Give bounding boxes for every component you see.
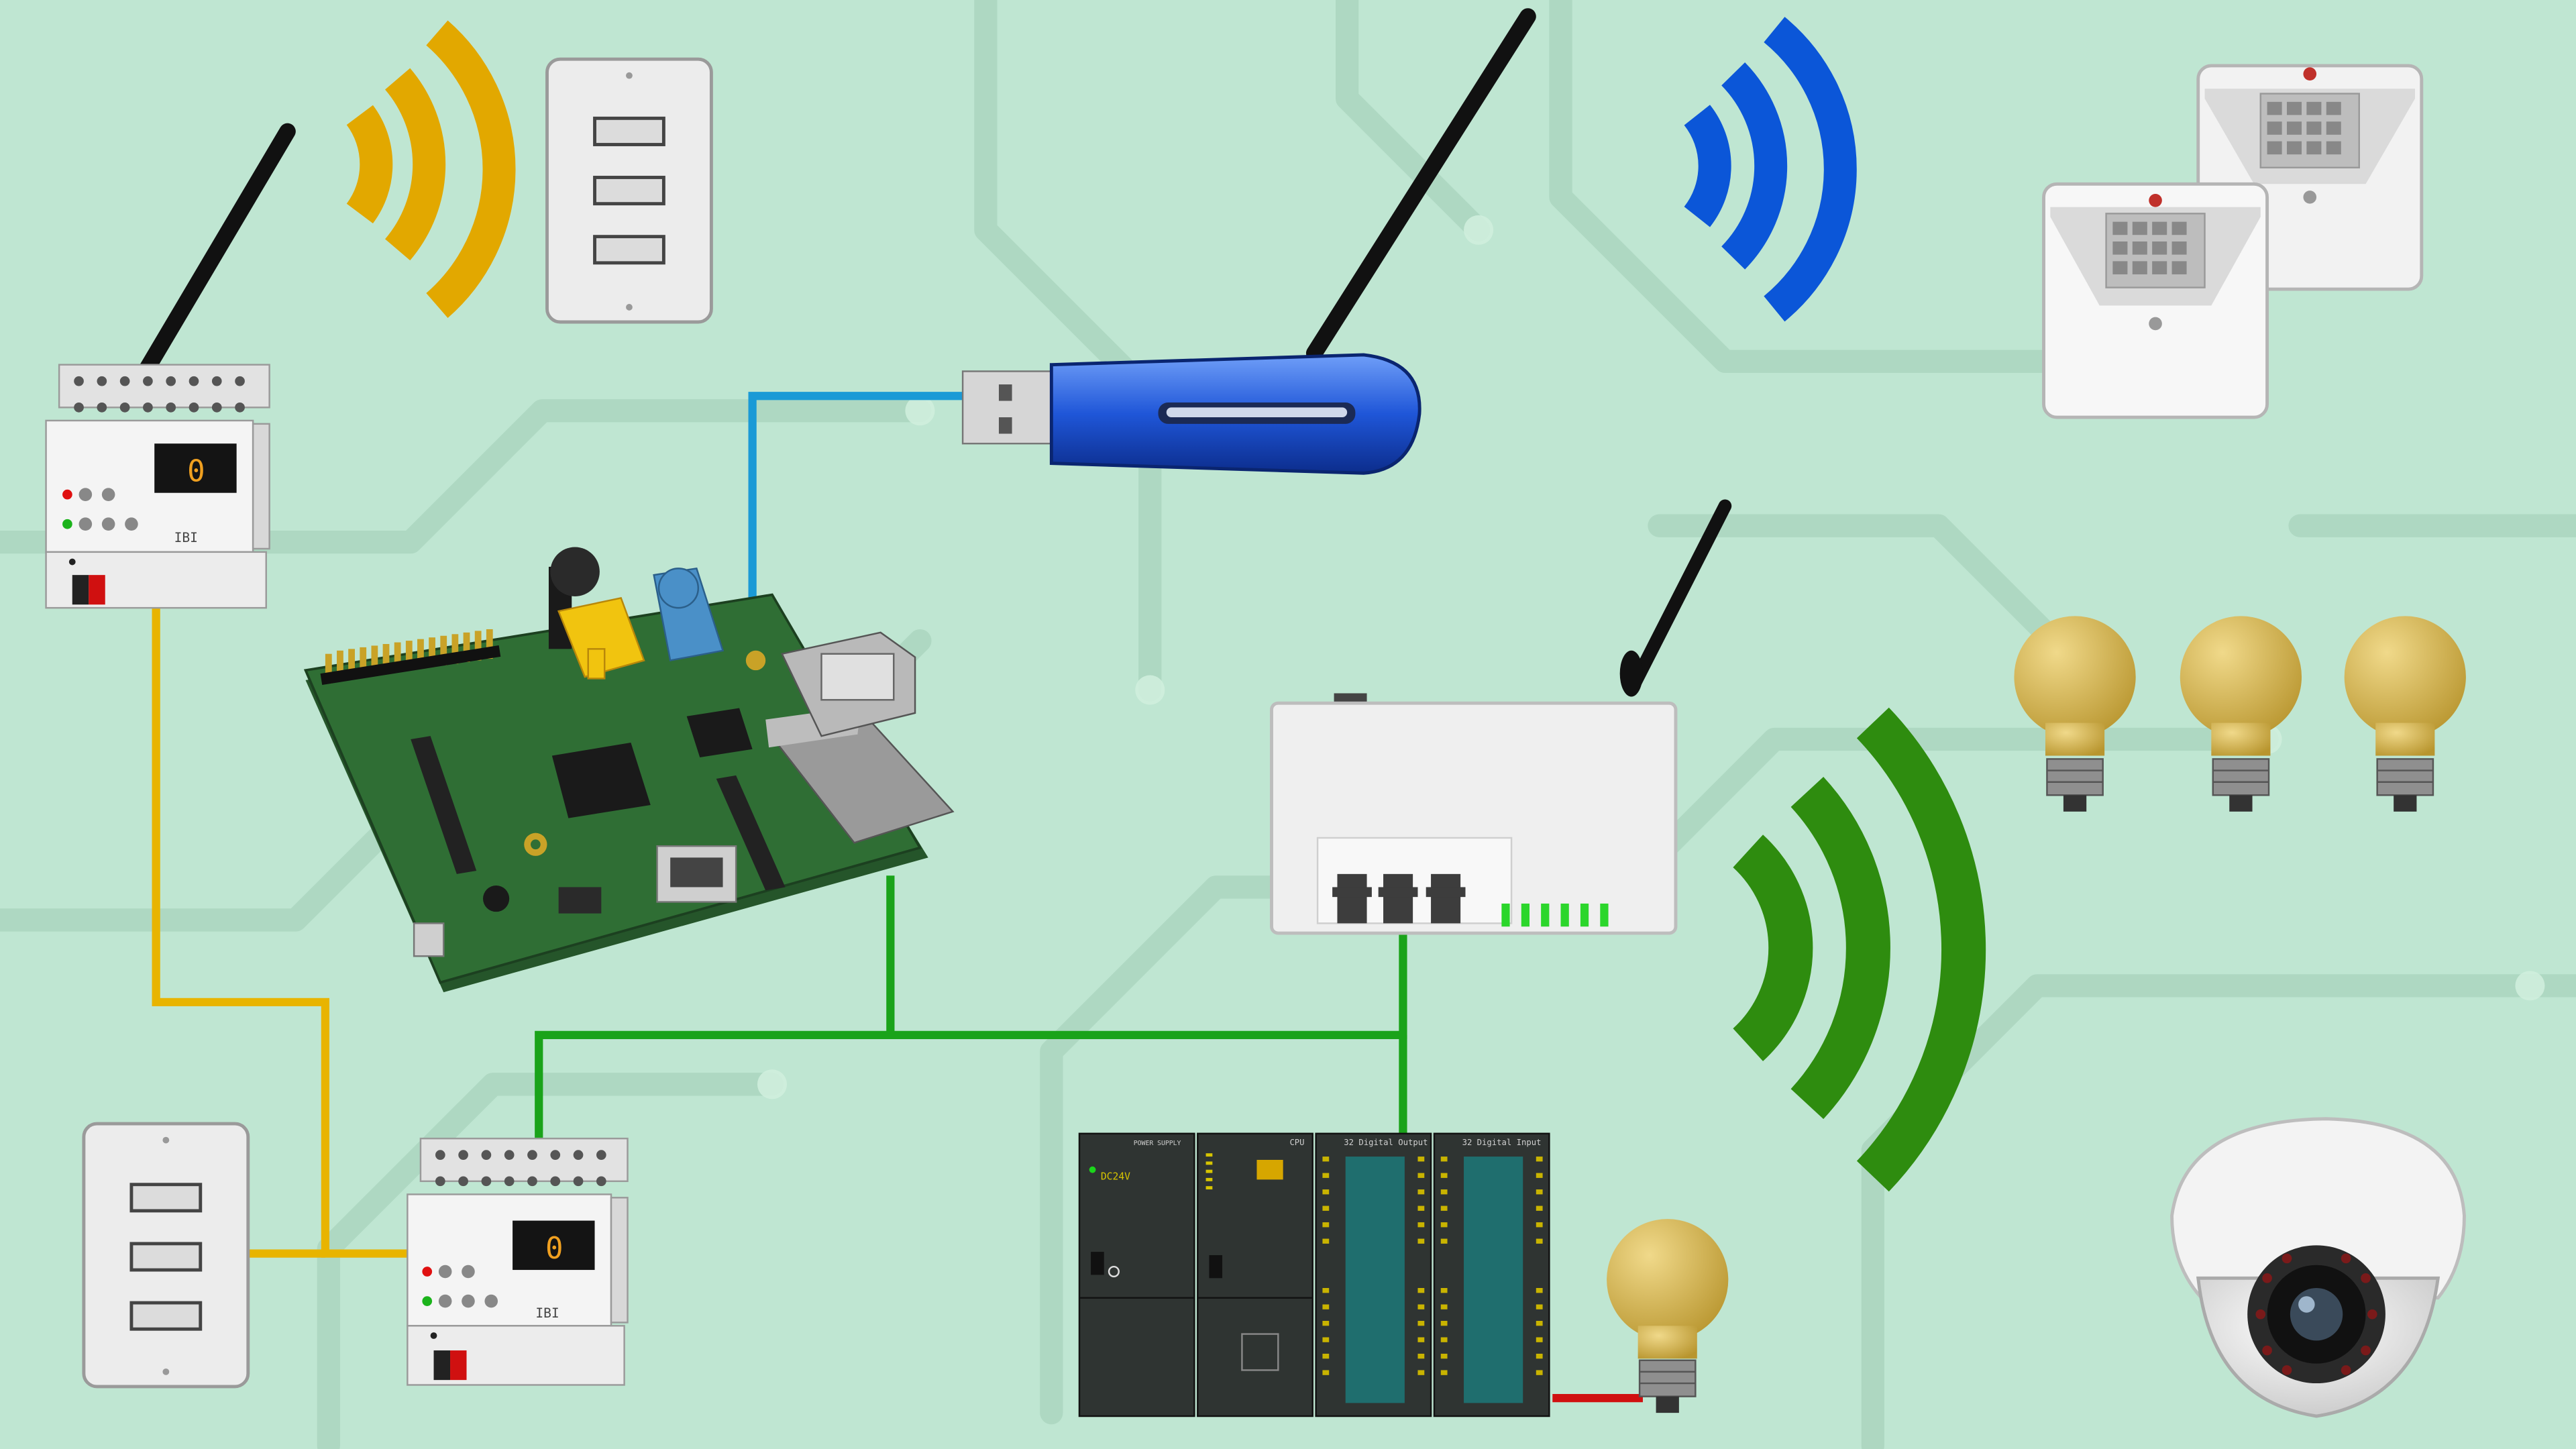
motion-sensor-icon xyxy=(2042,64,2424,419)
dome-camera-icon xyxy=(2170,1117,2466,1418)
wifi-signal-yellow-icon xyxy=(346,20,516,318)
light-bulb-icon xyxy=(1607,616,2466,1413)
knx-bus-wiring xyxy=(152,604,408,1258)
knx-module-icon: 0 IBI xyxy=(407,1137,629,1386)
wifi-signal-blue-icon xyxy=(1684,17,1857,322)
usb-wifi-dongle-icon xyxy=(961,8,1536,475)
usb-cable xyxy=(748,392,979,608)
plc-dc-voltage-label: DC24V xyxy=(1101,1171,1130,1182)
wifi-signal-green-icon xyxy=(1732,707,1986,1192)
wall-switch-top-icon xyxy=(545,57,713,324)
plc-rack-icon: POWER SUPPLY DC24V CPU 32 Digital Output xyxy=(1078,1132,1550,1417)
module-display-text-2: 0 xyxy=(545,1232,564,1266)
plc-output-label: 32 Digital Output xyxy=(1344,1138,1428,1147)
module-display-text: 0 xyxy=(187,455,205,489)
knx-module-radio-icon: 0 IBI xyxy=(45,123,296,609)
module-brand-text-2: IBI xyxy=(535,1305,559,1321)
module-brand-text: IBI xyxy=(174,530,198,545)
wifi-router-icon xyxy=(1270,499,1732,935)
plc-cpu-label: CPU xyxy=(1289,1138,1304,1147)
plc-input-label: 32 Digital Input xyxy=(1462,1138,1542,1147)
plc-power-supply-label: POWER SUPPLY xyxy=(1134,1140,1181,1147)
wall-switch-bottom-icon xyxy=(82,1122,250,1389)
raspberry-pi-board-icon xyxy=(303,547,955,993)
